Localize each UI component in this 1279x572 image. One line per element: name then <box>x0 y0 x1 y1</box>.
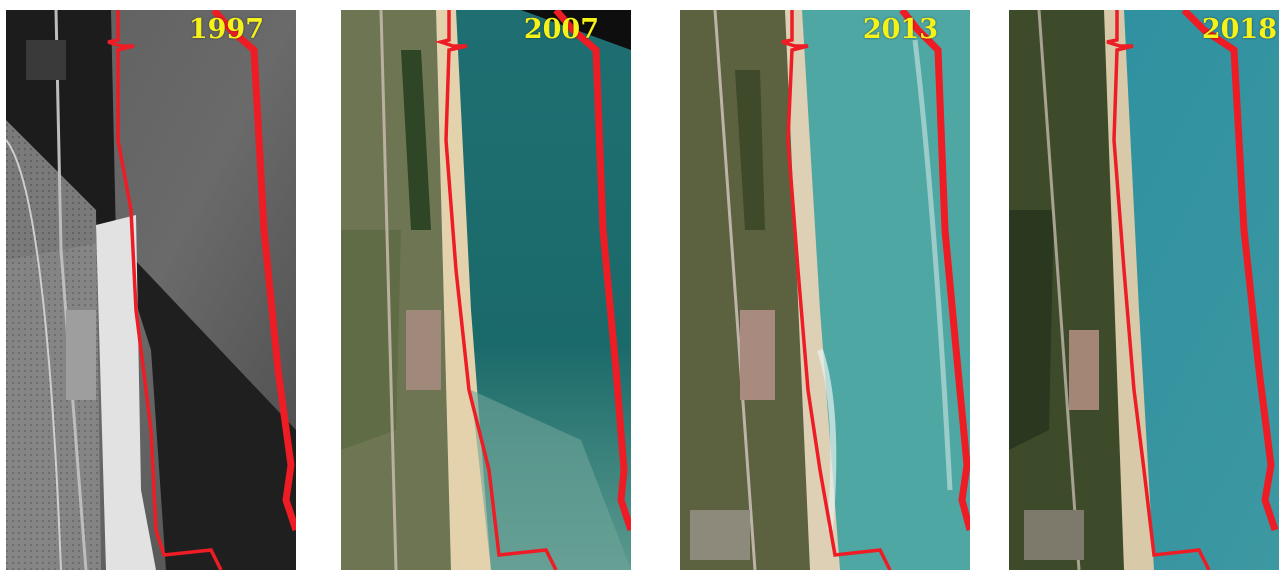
aerial-panel-2007: 2007 <box>341 10 631 570</box>
year-label-1997: 1997 <box>188 14 264 45</box>
aerial-image-1997 <box>6 10 296 570</box>
year-label-2007: 2007 <box>523 14 599 45</box>
shoreline-1997 <box>107 10 223 570</box>
offshore-boundary-2018 <box>1181 10 1279 532</box>
aerial-panel-1997: 1997 <box>6 10 296 570</box>
offshore-boundary-1997 <box>211 10 296 532</box>
shoreline-2018 <box>1106 10 1211 570</box>
aerial-panel-2013: 2013 <box>680 10 970 570</box>
offshore-boundary-2013 <box>899 10 970 531</box>
year-label-2013: 2013 <box>862 14 938 45</box>
shoreline-2013 <box>781 10 892 570</box>
aerial-image-2018 <box>1009 10 1279 570</box>
offshore-boundary-2007 <box>553 10 631 532</box>
year-label-2018: 2018 <box>1201 14 1277 45</box>
aerial-panel-2018: 2018 <box>1009 10 1279 570</box>
aerial-image-2007 <box>341 10 631 570</box>
aerial-image-2013 <box>680 10 970 570</box>
shoreline-2007 <box>434 10 558 570</box>
